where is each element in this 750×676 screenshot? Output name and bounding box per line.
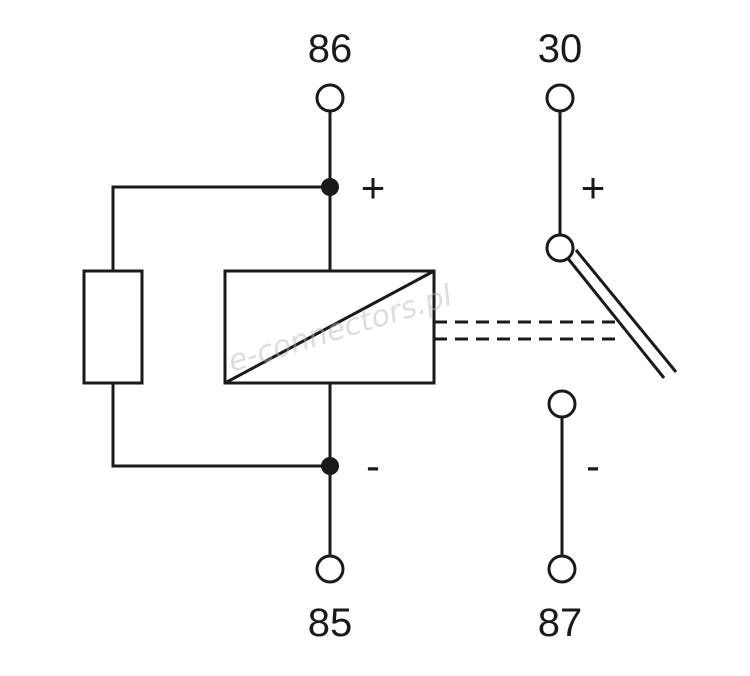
wire-resistor-to-bottom xyxy=(111,383,330,468)
relay-coil-diagonal xyxy=(224,269,435,385)
resistor xyxy=(82,269,144,385)
watermark: e-connectors.pl xyxy=(224,278,457,380)
junction-dot-top xyxy=(321,178,339,196)
coil-minus-sign: - xyxy=(366,442,380,489)
contact-87-terminal xyxy=(547,389,577,419)
relay-coil xyxy=(223,269,436,385)
coil-plus-sign: + xyxy=(361,164,386,211)
pin-85-label: 85 xyxy=(308,601,353,645)
switch-arm-line-b xyxy=(574,249,678,373)
pin-86-label: 86 xyxy=(308,27,353,71)
terminal-30 xyxy=(545,83,575,113)
contact-plus-sign: + xyxy=(581,164,606,211)
pin-30-label: 30 xyxy=(538,27,583,71)
switch-arm-line-a xyxy=(564,255,666,379)
terminal-87 xyxy=(547,554,577,584)
contact-minus-sign: - xyxy=(586,442,600,489)
pin-87-label: 87 xyxy=(538,601,583,645)
wire-top-to-resistor xyxy=(111,185,330,271)
switch-pivot xyxy=(545,233,575,263)
terminal-86 xyxy=(315,83,345,113)
junction-dot-bottom xyxy=(321,457,339,475)
terminal-85 xyxy=(315,554,345,584)
